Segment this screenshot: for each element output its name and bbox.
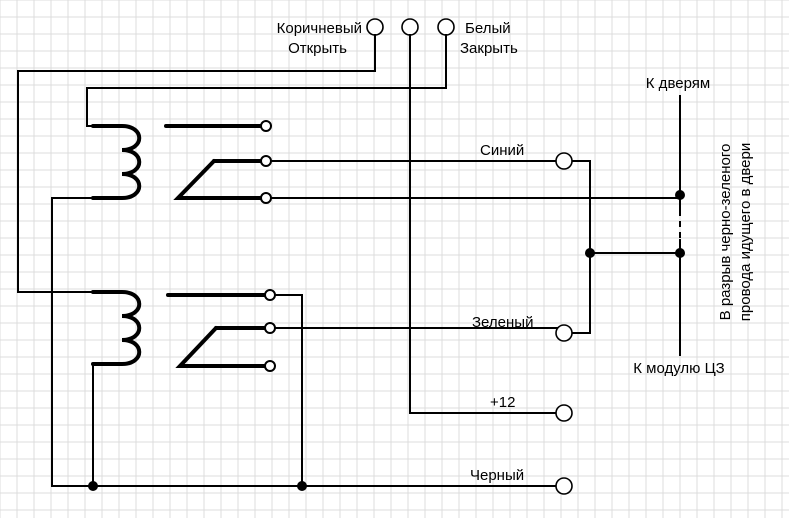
relay-1-coil [91,124,142,200]
relay-2-terminal-nc [264,360,276,372]
label-brown: Коричневый [277,20,362,37]
label-side-note-2: провода идущего в двери [737,143,754,321]
output-terminals [555,152,573,495]
input-terminals [366,18,455,36]
relay-2 [91,289,276,372]
relay-1-terminal-common [260,155,272,167]
wire-blue-green-bridge [569,160,591,334]
junction-ground-relay2 [297,481,307,491]
junction-door-line [675,190,685,200]
label-plus12: +12 [490,394,515,411]
terminal-white-close [437,18,455,36]
terminal-plus12-top [401,18,419,36]
label-black: Черный [470,467,524,484]
label-to-module: К модулю ЦЗ [633,360,724,377]
relay-2-terminal-no [264,289,276,301]
wires [17,34,681,487]
relay-1-terminal-no [260,120,272,132]
relay-1-contact-arm [173,159,263,200]
terminal-black [555,477,573,495]
relay-1 [91,120,272,204]
terminal-green [555,324,573,342]
junctions [88,190,685,491]
junction-ground-coil2 [88,481,98,491]
relay-2-contact-arm [175,326,267,368]
wire-brown-open [17,34,376,293]
label-green: Зеленый [472,314,533,331]
wire-white-close [86,34,447,127]
label-side-note-1: В разрыв черно-зеленого [717,144,734,321]
label-white: Белый [465,20,511,37]
terminal-blue [555,152,573,170]
labels: Коричневый Открыть Белый Закрыть К дверя… [277,20,754,484]
relay-1-terminal-nc [260,192,272,204]
label-open: Открыть [288,40,347,57]
label-close: Закрыть [460,40,518,57]
label-to-doors: К дверям [646,75,710,92]
wire-plus12 [409,34,558,414]
relay-2-coil [91,290,142,366]
terminal-brown-open [366,18,384,36]
terminal-plus12 [555,404,573,422]
label-blue: Синий [480,142,524,159]
junction-module-line [675,248,685,258]
relay-2-terminal-common [264,322,276,334]
junction-bridge [585,248,595,258]
wire-relay2-nc-ground [269,294,303,487]
